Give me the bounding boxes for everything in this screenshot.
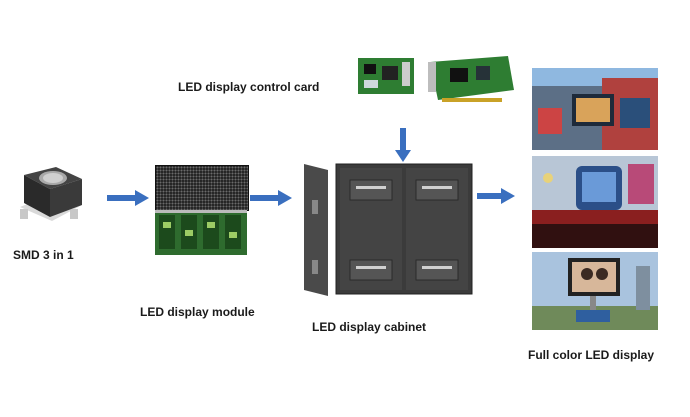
smd-label: SMD 3 in 1 (13, 248, 74, 262)
display-photo-building (532, 68, 658, 150)
led-cabinet (302, 160, 474, 300)
smd-led-chip (10, 165, 90, 235)
module-label: LED display module (140, 305, 255, 319)
display-photo-billboard (532, 252, 658, 330)
arrow-down-icon (395, 128, 411, 162)
led-module-front (155, 165, 249, 211)
control-card-image (358, 54, 518, 109)
control-card-label: LED display control card (178, 80, 320, 94)
display-photo-night-city (532, 156, 658, 248)
arrow-right-icon (250, 190, 292, 206)
arrow-right-icon (477, 188, 515, 204)
cabinet-label: LED display cabinet (312, 320, 427, 334)
led-module-back (155, 210, 247, 255)
arrow-right-icon (107, 190, 149, 206)
full-color-display-label: Full color LED display (528, 348, 655, 362)
